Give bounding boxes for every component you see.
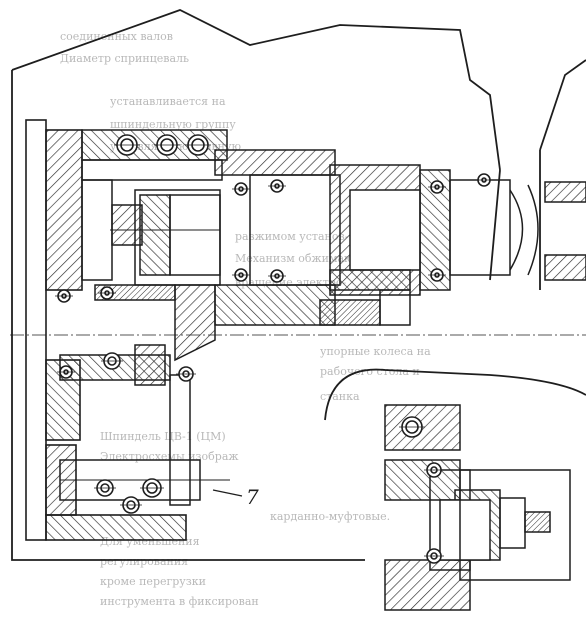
bleed-text-line: инструмента в фиксирован [100,595,259,608]
bleed-text-line: карданно-муфтовые. [270,510,390,523]
bearing-circles [55,134,493,564]
lower-right-assembly [384,404,571,611]
callout-group: 7 [212,485,259,509]
bleed-text-line: кроме перегрузки [100,575,206,588]
bleed-text-line: Шпиндель ЦВ-1 (ЦМ) [100,430,226,443]
bleed-text-line: устанавливается на [110,95,226,108]
callout-number-7: 7 [246,485,259,509]
gear-box [81,129,228,301]
bleed-text-line: шпиндельную группу [110,118,236,131]
bleed-text-line: регулирования [100,555,188,568]
bleed-text-line: рабочего стола и [320,365,420,378]
bleed-text-line: Диаметр спринцеваль [60,52,189,65]
bleed-text-line: разжимом установ- [235,230,349,243]
lower-block [59,284,230,506]
housing-outline [11,9,586,561]
bleed-text-line: станка [320,390,360,403]
bleed-text-line: соединенных валов [60,30,173,43]
bleed-text-line: упорные колеса на [320,345,431,358]
spindle-assembly [214,149,586,326]
